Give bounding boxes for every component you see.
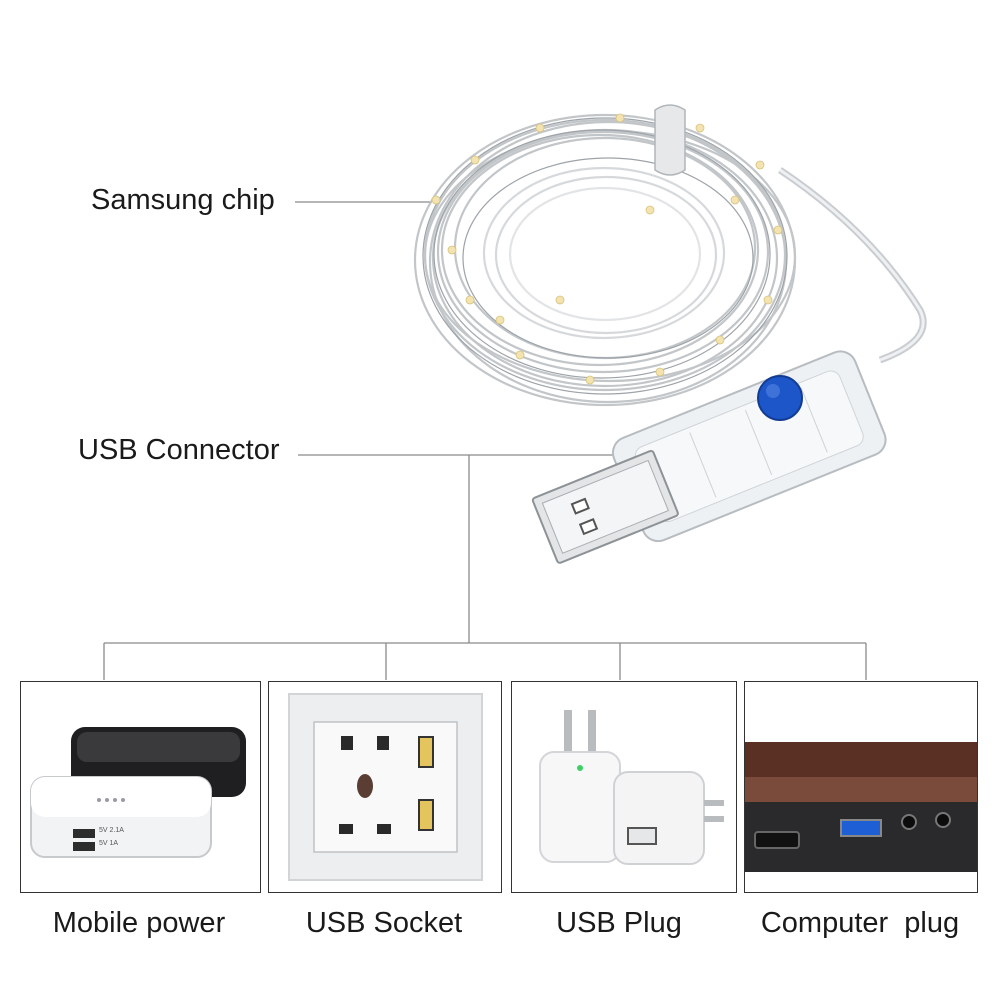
lead-cable bbox=[778, 167, 927, 364]
panel-usb-socket bbox=[268, 681, 502, 893]
usb-a-plug bbox=[531, 449, 679, 564]
led-wire-coil bbox=[413, 113, 797, 407]
caption-computer-plug: Computer plug bbox=[760, 907, 960, 939]
port-label-2: 5V 1A bbox=[99, 840, 119, 847]
product-illustration bbox=[103, 104, 927, 680]
panel-computer-plug bbox=[744, 681, 978, 893]
led-beads bbox=[431, 113, 783, 385]
caption-usb-socket: USB Socket bbox=[305, 907, 463, 939]
port-label-1: 5V 2.1A bbox=[99, 827, 124, 834]
samsung-chip-label: Samsung chip bbox=[91, 184, 275, 216]
caption-usb-plug: USB Plug bbox=[556, 907, 682, 939]
blue-button bbox=[757, 375, 803, 421]
connector-lines bbox=[103, 201, 867, 680]
wall-socket-image bbox=[288, 693, 483, 881]
usb-connector-label: USB Connector bbox=[78, 434, 280, 466]
panel-usb-plug bbox=[511, 681, 737, 893]
led-wire-coil-shade bbox=[422, 117, 788, 395]
wire-tie bbox=[654, 104, 686, 176]
power-bank-image bbox=[30, 727, 246, 858]
laptop-ports-image bbox=[745, 742, 977, 872]
panel-mobile-power: 5V 2.1A 5V 1A bbox=[20, 681, 261, 893]
caption-mobile-power: Mobile power bbox=[52, 907, 226, 939]
usb-charger-image bbox=[539, 710, 724, 865]
